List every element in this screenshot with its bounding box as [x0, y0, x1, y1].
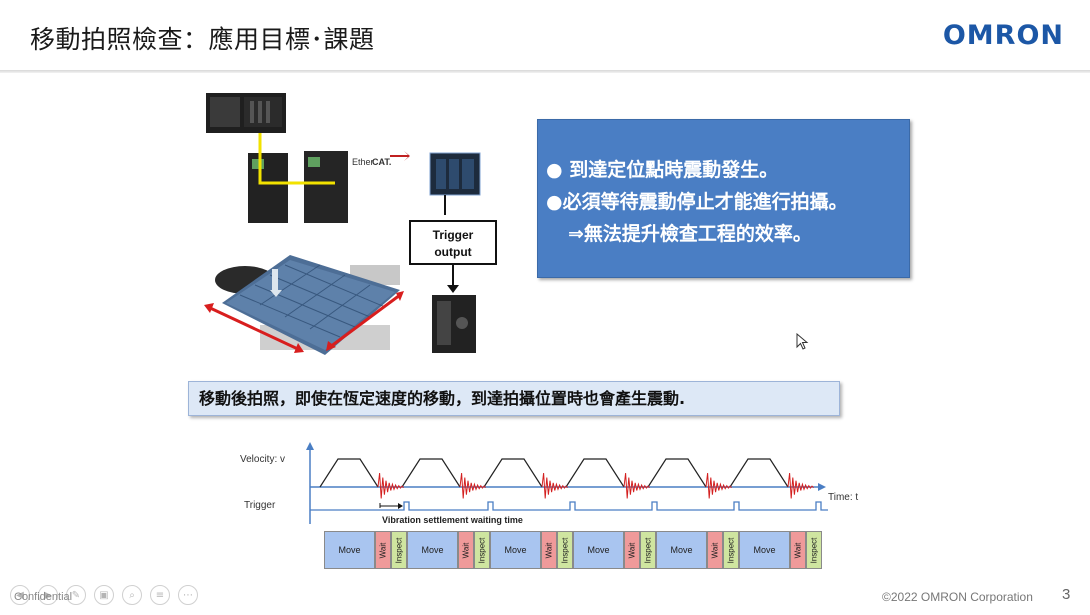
velocity-label: Velocity: v [240, 454, 285, 465]
timeline-segment-label: Wait [378, 542, 388, 558]
copy-icon[interactable]: ▣ [94, 585, 114, 605]
page-title: 移動拍照檢查：應用目標･課題 [30, 25, 375, 54]
timeline-segment-label: Wait [544, 542, 554, 558]
timeline-segment-insp: Inspect [806, 531, 822, 569]
camera-image [432, 295, 476, 353]
title-divider [0, 70, 1090, 73]
velocity-profiles [319, 458, 789, 488]
timeline-segment-label: Inspect [809, 537, 819, 563]
timeline-segment-label: Wait [710, 542, 720, 558]
timeline-segment-label: Move [587, 545, 610, 555]
timeline-segment-label: Inspect [560, 537, 570, 563]
trigger-signal [310, 501, 828, 511]
timeline-segment-wait: Wait [541, 531, 557, 569]
timeline-segment-label: Wait [793, 542, 803, 558]
velocity-profile [401, 458, 461, 488]
slideshow-controls: ◀ ▶ ✎ ▣ ⌕ ≡ ⋯ [10, 585, 198, 605]
timeline-segment-wait: Wait [375, 531, 391, 569]
timeline-segment-label: Inspect [643, 537, 653, 563]
timeline-segment-label: Move [338, 545, 361, 555]
caption-banner: 移動後拍照，即使在恆定速度的移動，到達拍攝位置時也會產生震動. [188, 381, 840, 416]
copyright-text: ©2022 OMRON Corporation [882, 590, 1033, 604]
timeline-segment-insp: Inspect [474, 531, 490, 569]
vibration-burst [459, 472, 486, 499]
issue-line-3: ⇒無法提升檢查工程的效率。 [568, 223, 812, 245]
timeline-segment-label: Move [504, 545, 527, 555]
pen-icon[interactable]: ✎ [66, 585, 86, 605]
ethercat-logo-a: Ether [352, 157, 374, 167]
timeline-segment-insp: Inspect [640, 531, 656, 569]
velocity-profile [483, 458, 543, 488]
notes-icon[interactable]: ≡ [150, 585, 170, 605]
timeline-segment-label: Inspect [394, 537, 404, 563]
timing-diagram: Velocity: v Trigger Time: t Vibration se… [240, 442, 858, 525]
vibration-annotation: Vibration settlement waiting time [382, 515, 523, 525]
plc-controller-image [206, 93, 286, 133]
timeline-segment-insp: Inspect [723, 531, 739, 569]
timeline-segment-move: Move [324, 531, 375, 569]
velocity-profile [729, 458, 789, 488]
vibration-burst [623, 472, 650, 499]
xy-stage-image [204, 255, 404, 355]
next-icon[interactable]: ▶ [38, 585, 58, 605]
timeline-segment-label: Move [753, 545, 776, 555]
confidential-label: Confidential [14, 591, 73, 603]
vibration-burst [705, 472, 732, 499]
timeline-segment-move: Move [573, 531, 624, 569]
omron-logo: OMRON [942, 20, 1064, 51]
servo-drive-image [248, 151, 348, 223]
issue-line-2: ●必須等待震動停止才能進行拍攝。 [546, 191, 848, 213]
trigger-axis-label: Trigger [244, 500, 276, 511]
timeline-segment-wait: Wait [707, 531, 723, 569]
velocity-profile [565, 458, 625, 488]
timeline-segment-move: Move [490, 531, 541, 569]
timeline-segment-label: Wait [461, 542, 471, 558]
timeline-segment-move: Move [656, 531, 707, 569]
more-icon[interactable]: ⋯ [178, 585, 198, 605]
page-number: 3 [1062, 586, 1071, 603]
timeline-segment-label: Move [670, 545, 693, 555]
trigger-output-label-2: output [434, 245, 471, 259]
process-timeline: Move Wait Inspect Move Wait Inspect Move Wait In… [324, 531, 829, 569]
timeline-segment-wait: Wait [624, 531, 640, 569]
timeline-segment-wait: Wait [790, 531, 806, 569]
timeline-segment-move: Move [739, 531, 790, 569]
timeline-segment-label: Wait [627, 542, 637, 558]
vibration-burst [377, 472, 404, 499]
timeline-segment-insp: Inspect [391, 531, 407, 569]
timeline-segment-wait: Wait [458, 531, 474, 569]
vibration-burst [541, 472, 568, 499]
trigger-output-label-1: Trigger [433, 228, 474, 242]
timeline-segment-label: Inspect [726, 537, 736, 563]
vibration-burst [787, 472, 814, 499]
ethercat-cable [258, 133, 335, 185]
prev-icon[interactable]: ◀ [10, 585, 30, 605]
mouse-cursor-icon [796, 333, 809, 350]
issue-line-1: ● 到達定位點時震動發生。 [546, 159, 779, 181]
zoom-icon[interactable]: ⌕ [122, 585, 142, 605]
ethercat-logo-b: CAT. [372, 157, 391, 167]
issue-summary-box: ● 到達定位點時震動發生。 ●必須等待震動停止才能進行拍攝。 ⇒無法提升檢查工程… [537, 119, 910, 278]
timeline-segment-label: Inspect [477, 537, 487, 563]
vibration-bursts [377, 472, 814, 499]
time-axis-label: Time: t [828, 492, 858, 503]
timeline-segment-insp: Inspect [557, 531, 573, 569]
velocity-profile [647, 458, 707, 488]
timeline-segment-label: Move [421, 545, 444, 555]
velocity-profile [319, 458, 379, 488]
system-illustration: Ether CAT. Trigger output [204, 93, 497, 355]
vision-controller-image [429, 152, 481, 196]
timeline-segment-move: Move [407, 531, 458, 569]
